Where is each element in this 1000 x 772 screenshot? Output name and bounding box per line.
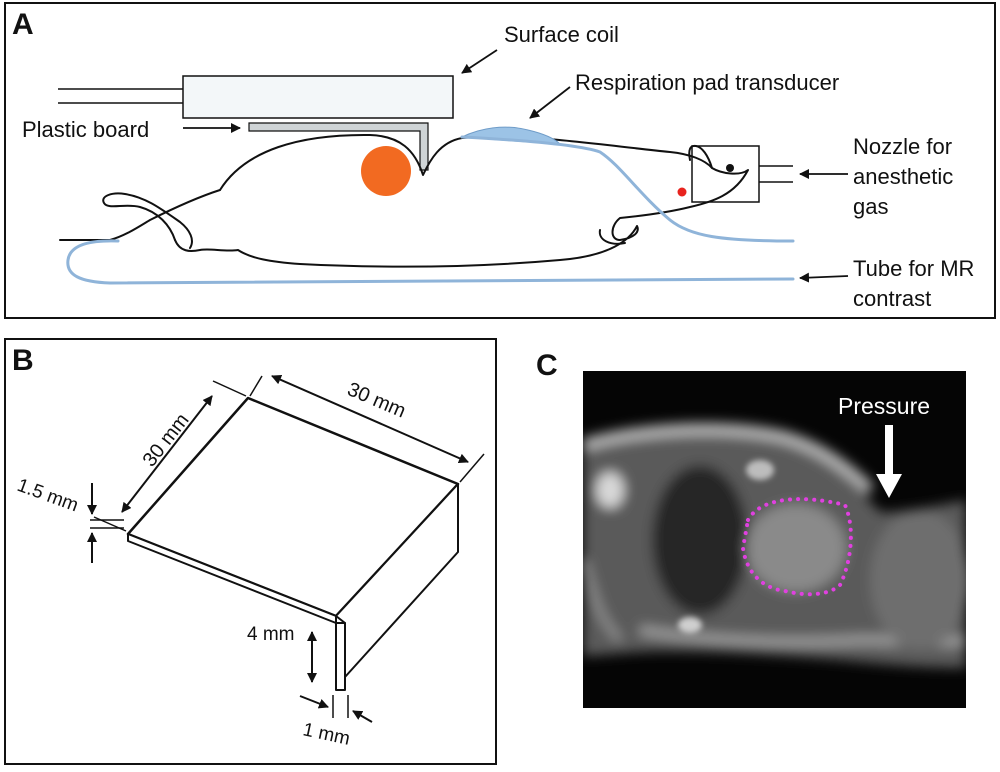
- label-nozzle-line3: gas: [853, 194, 888, 219]
- label-surface-coil: Surface coil: [504, 22, 619, 47]
- eye-marker-dot: [677, 187, 687, 197]
- tumor-dot: [361, 146, 411, 196]
- panel-b-letter: B: [12, 344, 34, 377]
- plastic-board: [248, 122, 429, 171]
- nozzle-tubes: [759, 165, 793, 183]
- mr-contrast-tube: [66, 135, 795, 285]
- panel-b-frame: [4, 338, 497, 765]
- panel-b: B 30 mm: [4, 338, 497, 765]
- panel-a-frame: [4, 2, 996, 319]
- label-tube-line2: contrast: [853, 286, 931, 311]
- label-nozzle-line1: Nozzle for: [853, 134, 952, 159]
- surface-coil: [58, 75, 454, 119]
- dim-lip-thickness: 1 mm: [301, 719, 352, 749]
- label-tube-line1: Tube for MR: [853, 256, 974, 281]
- panel-a: A: [4, 2, 996, 319]
- mouse-eye: [726, 164, 734, 172]
- dimension-lines: [90, 375, 485, 718]
- label-plastic-board: Plastic board: [22, 117, 149, 142]
- panel-c-letter: C: [536, 349, 558, 382]
- dim-width-top: 30 mm: [344, 378, 409, 422]
- pressure-label: Pressure: [838, 393, 930, 419]
- panel-a-letter: A: [12, 8, 34, 41]
- dim-thickness: 1.5 mm: [14, 475, 81, 516]
- dim-depth-left: 30 mm: [139, 409, 194, 471]
- dimension-arrows: [87, 375, 469, 723]
- panel-c: C: [536, 349, 966, 708]
- mri-image: [583, 371, 966, 708]
- nozzle-box: [691, 145, 760, 203]
- label-respiration-pad: Respiration pad transducer: [575, 70, 839, 95]
- pressure-arrow: [876, 425, 902, 498]
- label-nozzle-line2: anesthetic: [853, 164, 953, 189]
- panel-a-arrows: [183, 49, 849, 283]
- dim-lip-height: 4 mm: [247, 624, 295, 645]
- mouse-outline: [59, 133, 749, 268]
- tumor-roi-outline: [740, 497, 853, 597]
